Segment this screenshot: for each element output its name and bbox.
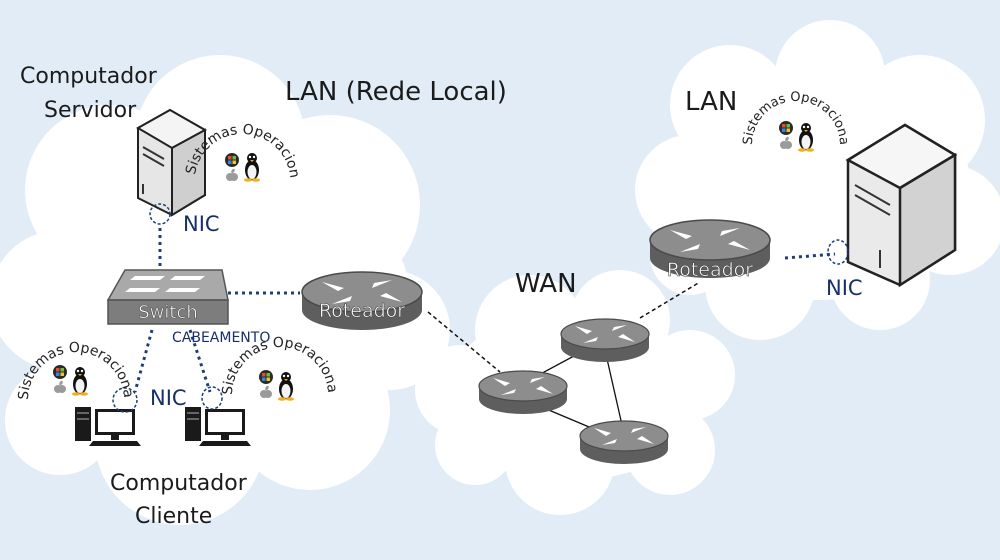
lan-right-title: LAN [685, 87, 737, 117]
client-label-line2: Cliente [135, 504, 212, 529]
wan-cloud [415, 270, 735, 515]
server-label-line2: Servidor [44, 98, 137, 123]
wan-title: WAN [515, 269, 577, 299]
nic-marker-right-server [827, 239, 849, 265]
windows-logo-icon [225, 153, 239, 167]
server-label-line1: Computador [20, 64, 158, 89]
windows-logo-icon [259, 370, 273, 384]
wan-router-3-icon [579, 420, 669, 465]
switch-label: Switch [138, 302, 198, 323]
wan-router-2-icon [560, 318, 650, 363]
windows-logo-icon [779, 121, 793, 135]
lan-local-title: LAN (Rede Local) [285, 77, 507, 107]
nic-marker-server [149, 203, 171, 225]
router-right-label: Roteador [667, 259, 753, 281]
link-wan-router [639, 281, 701, 319]
router-left-label: Roteador [319, 300, 405, 322]
link-router-server-right [784, 252, 836, 260]
link-router-wan [427, 311, 501, 373]
nic-label-clients: NIC [150, 386, 187, 410]
cabeamento-label: CABEAMENTO [172, 330, 270, 346]
nic-marker-client-2 [201, 386, 223, 410]
server-right-tower-icon [845, 123, 958, 288]
windows-logo-icon [53, 365, 67, 379]
wan-link-3 [604, 349, 623, 426]
nic-label-server: NIC [183, 212, 220, 236]
wan-router-1-icon [478, 370, 568, 415]
client-label-line1: Computador [110, 471, 248, 496]
nic-marker-client-1 [112, 387, 138, 413]
server-tower-icon [135, 108, 208, 217]
nic-label-right-server: NIC [826, 276, 863, 300]
switch-icon [106, 269, 229, 325]
